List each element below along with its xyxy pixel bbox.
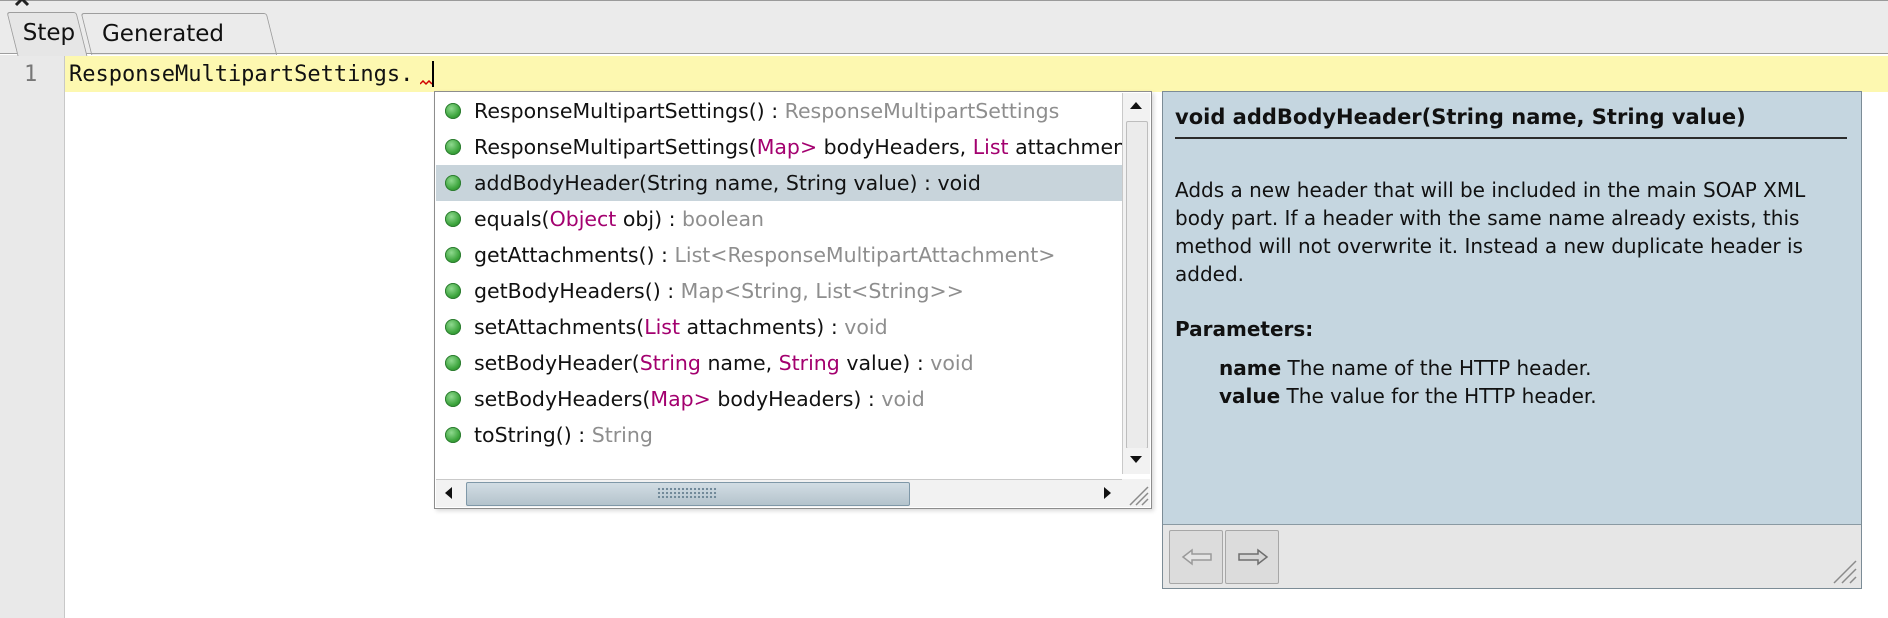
doc-parameters-heading: Parameters: [1175, 317, 1314, 341]
line-number-gutter [0, 55, 65, 618]
triangle-right-icon [1104, 487, 1111, 499]
resize-grip-icon [1129, 486, 1149, 506]
completion-item-text: value) : [839, 351, 931, 375]
vertical-scroll-thumb[interactable] [1126, 121, 1148, 449]
doc-signature: void addBodyHeader(String name, String v… [1175, 105, 1847, 139]
completion-item-text: List<ResponseMultipartAttachment> [674, 243, 1056, 267]
doc-param-desc: The name of the HTTP header. [1281, 356, 1592, 380]
completion-item[interactable]: setBodyHeaders(Map> bodyHeaders) : void [436, 381, 1122, 417]
tab-bar: Step Generated Script [0, 0, 1888, 87]
completion-item[interactable]: setAttachments(List attachments) : void [436, 309, 1122, 345]
completion-item-text: setAttachments( [474, 315, 645, 339]
scroll-grip-icon [657, 487, 717, 500]
completion-item-text: void [930, 351, 974, 375]
method-icon [445, 103, 461, 119]
method-icon [445, 211, 461, 227]
completion-item-text: attachments) : [680, 315, 845, 339]
horizontal-scroll-thumb[interactable] [466, 482, 910, 506]
completion-item-text: equals( [474, 207, 550, 231]
error-squiggle-icon [420, 80, 433, 86]
scroll-down-button[interactable] [1123, 448, 1150, 474]
resize-grip-icon[interactable] [1830, 557, 1858, 585]
completion-item[interactable]: getBodyHeaders() : Map<String, List<Stri… [436, 273, 1122, 309]
completion-item-text: bodyHeaders, [817, 135, 973, 159]
completion-item-text: String [639, 351, 701, 375]
completion-item-text: addBodyHeader(String name, String value)… [474, 171, 981, 195]
method-icon [445, 175, 461, 191]
doc-param: name The name of the HTTP header. [1219, 356, 1591, 380]
horizontal-scrollbar[interactable] [436, 479, 1122, 507]
completion-item-text: attachments) [1015, 135, 1122, 159]
completion-item-text: List [972, 135, 1009, 159]
completion-item-text: Object [549, 207, 617, 231]
completion-item-text: Map> [756, 135, 818, 159]
completion-item-text: Map<String, List<String>> [680, 279, 964, 303]
method-icon [445, 391, 461, 407]
completion-item[interactable]: ResponseMultipartSettings() : ResponseMu… [436, 93, 1122, 129]
completion-item-text: ResponseMultipartSettings( [474, 135, 757, 159]
completion-item-text: ResponseMultipartSettings [784, 99, 1060, 123]
completion-list[interactable]: ResponseMultipartSettings() : ResponseMu… [436, 93, 1122, 474]
collapse-chevron-icon[interactable] [14, 0, 36, 7]
completion-item-text: bodyHeaders) : [710, 387, 882, 411]
doc-param: value The value for the HTTP header. [1219, 384, 1597, 408]
completion-item-text: getBodyHeaders() : [474, 279, 681, 303]
vertical-scrollbar[interactable] [1122, 93, 1150, 474]
doc-back-button[interactable] [1169, 530, 1223, 584]
doc-param-desc: The value for the HTTP header. [1280, 384, 1597, 408]
completion-item[interactable]: setBodyHeader(String name, String value)… [436, 345, 1122, 381]
completion-item-text: setBodyHeader( [474, 351, 640, 375]
completion-item-text: void [881, 387, 925, 411]
documentation-footer [1163, 525, 1861, 588]
doc-forward-button[interactable] [1225, 530, 1279, 584]
completion-item-text: String [778, 351, 840, 375]
doc-param-name: value [1219, 384, 1281, 408]
completion-resize-grip[interactable] [1122, 479, 1150, 507]
completion-item[interactable]: equals(Object obj) : boolean [436, 201, 1122, 237]
code-editor-text[interactable]: ResponseMultipartSettings. [69, 62, 414, 87]
method-icon [445, 139, 461, 155]
method-icon [445, 247, 461, 263]
scroll-right-button[interactable] [1096, 480, 1122, 507]
completion-item[interactable]: toString() : String [436, 417, 1122, 453]
completion-item-text: void [844, 315, 888, 339]
arrow-right-icon [1238, 548, 1269, 566]
method-icon [445, 427, 461, 443]
completion-item-text: String [591, 423, 653, 447]
completion-item-text: boolean [682, 207, 765, 231]
current-line-highlight [65, 56, 1888, 92]
documentation-body: void addBodyHeader(String name, String v… [1163, 92, 1861, 525]
tab-step-label: Step [22, 20, 76, 46]
doc-param-name: name [1219, 356, 1282, 380]
completion-item-text: obj) : [616, 207, 683, 231]
completion-item-text: setBodyHeaders( [474, 387, 651, 411]
completion-item-text: ResponseMultipartSettings() : [474, 99, 785, 123]
doc-description: Adds a new header that will be included … [1175, 178, 1806, 286]
completion-item-text: name, [700, 351, 779, 375]
scroll-up-button[interactable] [1123, 93, 1150, 119]
completion-item[interactable]: ResponseMultipartSettings(Map> bodyHeade… [436, 129, 1122, 165]
method-icon [445, 283, 461, 299]
triangle-down-icon [1130, 456, 1142, 463]
triangle-up-icon [1130, 102, 1142, 109]
method-icon [445, 319, 461, 335]
text-caret [432, 61, 434, 87]
triangle-left-icon [445, 487, 452, 499]
completion-item[interactable]: addBodyHeader(String name, String value)… [436, 165, 1122, 201]
completion-item-text: getAttachments() : [474, 243, 675, 267]
completion-item[interactable]: getAttachments() : List<ResponseMultipar… [436, 237, 1122, 273]
method-icon [445, 355, 461, 371]
completion-item-text: List [644, 315, 681, 339]
scroll-left-button[interactable] [436, 480, 462, 507]
tab-generated-script[interactable]: Generated Script [80, 13, 278, 87]
tab-step[interactable]: Step [6, 12, 88, 56]
completion-item-text: Map> [650, 387, 711, 411]
documentation-popup: void addBodyHeader(String name, String v… [1162, 91, 1862, 589]
code-completion-popup[interactable]: ResponseMultipartSettings() : ResponseMu… [434, 91, 1152, 509]
line-number: 1 [24, 62, 38, 87]
completion-item-text: toString() : [474, 423, 592, 447]
arrow-left-icon [1181, 548, 1212, 566]
